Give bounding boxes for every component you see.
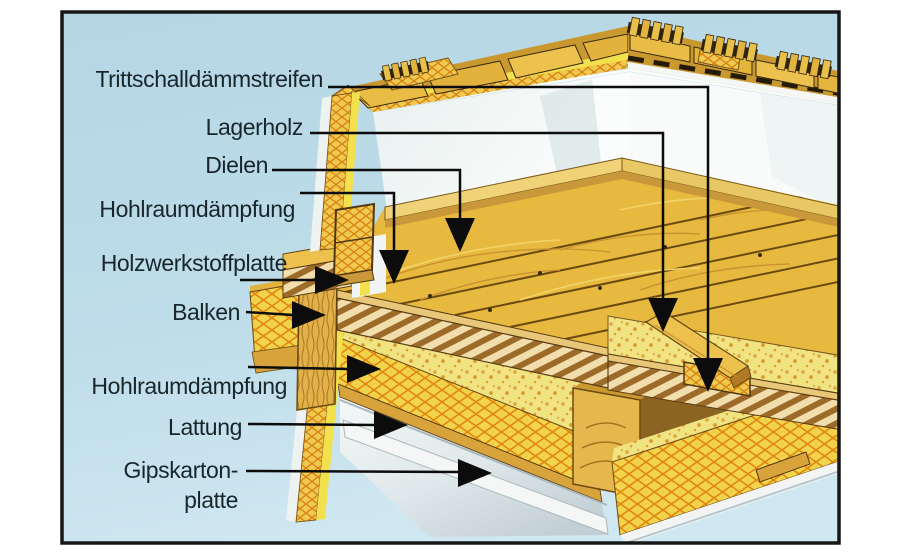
notch-cutaway [607, 311, 839, 430]
label-hohlraumdaempfung-oben: Hohlraumdämpfung [99, 196, 295, 222]
upper-floor-strip [345, 16, 839, 112]
pointer-hohlraumdaempfung-oben [300, 191, 396, 252]
pointer-lagerholz [310, 131, 665, 300]
label-trittschalldaemmstreifen: Trittschalldämmstreifen [95, 66, 323, 92]
upper-slab [282, 157, 839, 430]
pointer-dielen [272, 168, 462, 220]
pointer-lines [240, 85, 710, 474]
label-gipskartonplatte: Gipskarton- platte [123, 457, 239, 513]
label-holzwerkstoffplatte: Holzwerkstoffplatte [100, 250, 288, 276]
pointer-hohlraumdaempfung-unten [247, 365, 349, 371]
holzwerkstoffplatte-edge-left [336, 289, 609, 389]
pointer-balken [245, 310, 294, 317]
label-lattung: Lattung [168, 414, 242, 440]
label-dielen: Dielen [205, 152, 268, 178]
label-lagerholz: Lagerholz [205, 114, 304, 140]
label-balken: Balken [172, 299, 240, 325]
cavity-insulation-top [335, 326, 605, 440]
pointer-lattung [247, 422, 376, 427]
pointer-trittschalldaemmstreifen [328, 85, 710, 360]
frame-border [60, 10, 841, 545]
pointer-gipskartonplatte [245, 469, 460, 474]
trittschall-pad [332, 202, 376, 287]
label-hohlraumdaempfung-unten: Hohlraumdämpfung [91, 373, 287, 399]
arrowheads [292, 218, 723, 487]
lagerholz-sleeper [644, 311, 752, 389]
edge-rails [384, 157, 839, 228]
